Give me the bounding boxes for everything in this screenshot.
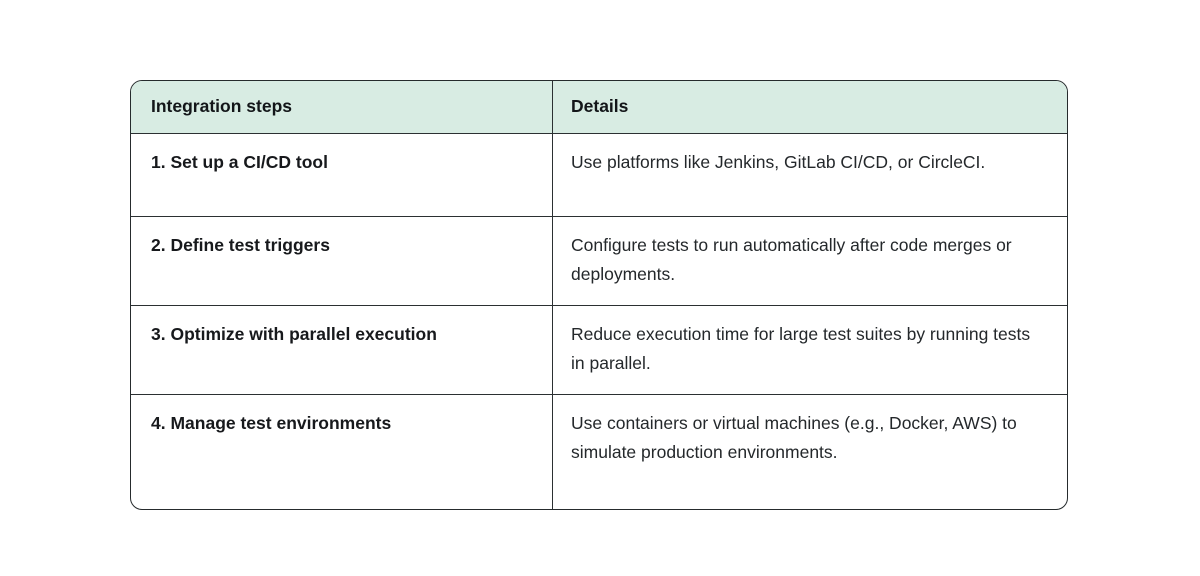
step-cell: 4. Manage test environments bbox=[151, 413, 392, 433]
table-row: 3. Optimize with parallel execution Redu… bbox=[131, 305, 1067, 394]
details-cell: Configure tests to run automatically aft… bbox=[552, 217, 1067, 305]
table-row: 2. Define test triggers Configure tests … bbox=[131, 216, 1067, 305]
column-header-integration-steps: Integration steps bbox=[131, 81, 552, 133]
table-row: 1. Set up a CI/CD tool Use platforms lik… bbox=[131, 133, 1067, 216]
details-cell: Use platforms like Jenkins, GitLab CI/CD… bbox=[552, 134, 1067, 216]
step-cell: 1. Set up a CI/CD tool bbox=[151, 152, 328, 172]
column-header-details: Details bbox=[552, 81, 1067, 133]
table-header-row: Integration steps Details bbox=[131, 81, 1067, 133]
step-cell: 3. Optimize with parallel execution bbox=[151, 324, 437, 344]
details-cell: Use containers or virtual machines (e.g.… bbox=[552, 395, 1067, 509]
table-row: 4. Manage test environments Use containe… bbox=[131, 394, 1067, 509]
step-cell: 2. Define test triggers bbox=[151, 235, 330, 255]
details-cell: Reduce execution time for large test sui… bbox=[552, 306, 1067, 394]
integration-steps-table: Integration steps Details 1. Set up a CI… bbox=[130, 80, 1068, 510]
